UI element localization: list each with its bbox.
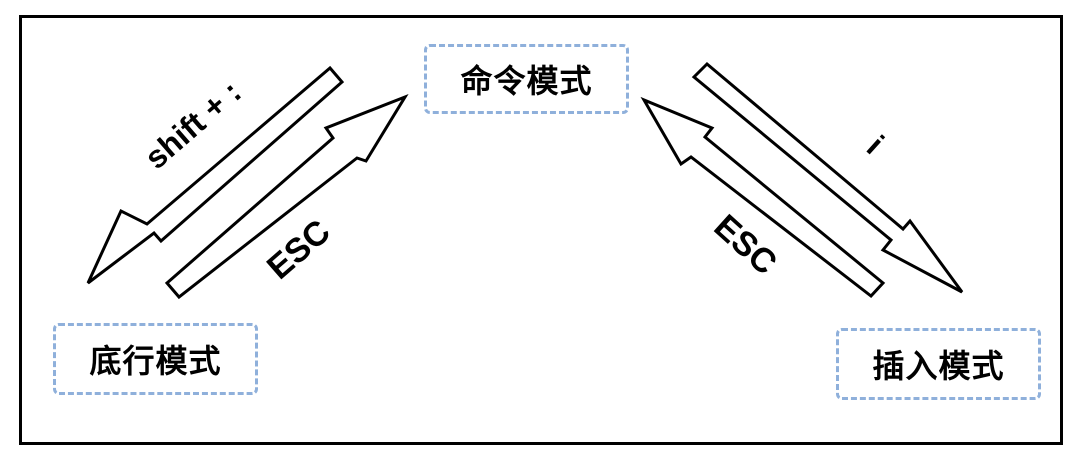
insert-mode-label: 插入模式 [872, 347, 1005, 385]
command-mode-label: 命令模式 [460, 62, 593, 100]
arrow-command-to-last-line [86, 65, 345, 285]
last-line-mode-label: 底行模式 [89, 342, 222, 380]
arrow-last-line-to-command [164, 93, 409, 300]
arrow-insert-to-command [640, 96, 886, 299]
label-i: i [860, 128, 891, 161]
insert-mode-box: 插入模式 [836, 328, 1041, 400]
arrow-command-to-insert [691, 61, 964, 294]
command-mode-box: 命令模式 [424, 44, 629, 114]
last-line-mode-box: 底行模式 [53, 323, 258, 395]
